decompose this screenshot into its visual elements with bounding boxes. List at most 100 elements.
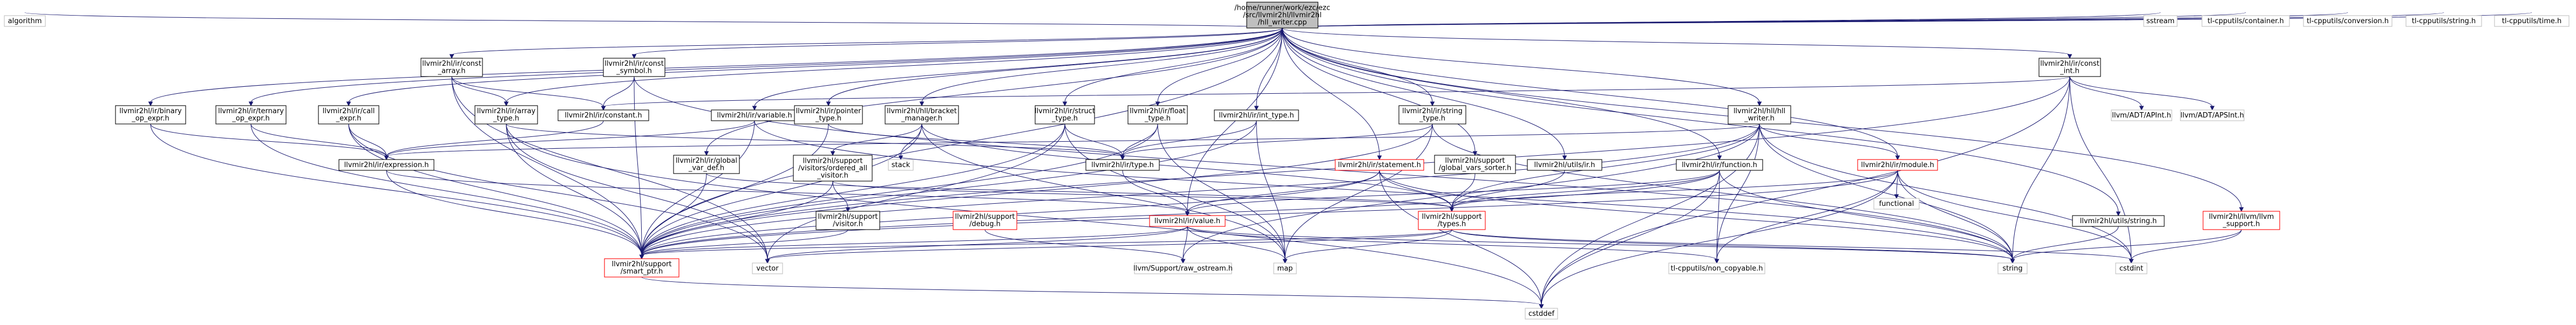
node-global_var[interactable]: llvmir2hl/ir/global_var_def.h — [673, 155, 740, 174]
node-label-line: /global_vars_sorter.h — [1439, 164, 1512, 172]
node-const_symbol[interactable]: llvmir2hl/ir/const_symbol.h — [603, 58, 665, 77]
node-pointer_type[interactable]: llvmir2hl/ir/pointer_type.h — [794, 105, 863, 125]
node-label-line: llvmir2hl/ir/call — [323, 107, 375, 115]
node-gvars_sorter[interactable]: llvmir2hl/support/global_vars_sorter.h — [1434, 155, 1516, 174]
edge-root-to-hll_writer — [1282, 27, 1762, 107]
node-label-line: llvmir2hl/ir/constant.h — [565, 112, 642, 120]
node-debug[interactable]: llvmir2hl/support/debug.h — [953, 211, 1017, 230]
edge-statement-to-value — [1185, 170, 1380, 217]
node-box — [1668, 262, 1765, 274]
node-label-line: llvm/ADT/APInt.h — [2112, 112, 2171, 120]
node-const_int[interactable]: llvmir2hl/ir/const_int.h — [2038, 58, 2101, 77]
node-variable[interactable]: llvmir2hl/ir/variable.h — [711, 109, 798, 121]
edge-root-to-const_symbol — [631, 27, 1283, 59]
node-value[interactable]: llvmir2hl/ir/value.h — [1149, 215, 1226, 227]
node-label-line: algorithm — [8, 17, 42, 25]
node-box — [1335, 159, 1424, 171]
node-function[interactable]: llvmir2hl/ir/function.h — [1676, 159, 1763, 171]
node-functional[interactable]: functional — [1873, 198, 1920, 210]
node-box — [1434, 155, 1516, 174]
node-tl_string[interactable]: tl-cpputils/string.h — [2405, 15, 2482, 27]
node-label-line: string — [2002, 265, 2022, 273]
node-label-line: _expr.h — [336, 115, 362, 123]
edge-root-to-utils_string — [1282, 27, 2121, 217]
node-const_array[interactable]: llvmir2hl/ir/const_array.h — [420, 58, 483, 77]
edge-value-to-non_copyable — [1187, 226, 1719, 264]
node-sup_types[interactable]: llvmir2hl/support/types.h — [1418, 211, 1486, 230]
node-box — [1214, 109, 1299, 121]
node-string[interactable]: string — [1997, 262, 2028, 274]
node-utils_string[interactable]: llvmir2hl/utils/string.h — [2072, 215, 2165, 227]
node-box — [558, 109, 649, 121]
edge-expression-to-smart_ptr — [386, 170, 644, 260]
node-cstddef[interactable]: cstddef — [1525, 308, 1558, 320]
edge-const_symbol-to-constant — [601, 76, 635, 111]
node-label-line: _manager.h — [901, 115, 942, 123]
node-float_type[interactable]: llvmir2hl/ir/float_type.h — [1127, 105, 1188, 125]
node-map[interactable]: map — [1273, 262, 1297, 274]
node-tl_container[interactable]: tl-cpputils/container.h — [2201, 15, 2290, 27]
node-bracket_mgr[interactable]: llvmir2hl/hll/bracket_manager.h — [885, 105, 959, 125]
node-binary_op[interactable]: llvmir2hl/ir/binary_op_expr.h — [115, 105, 186, 125]
node-box — [2203, 211, 2280, 230]
node-tl_time[interactable]: tl-cpputils/time.h — [2494, 15, 2570, 27]
edge-root-to-call_expr — [346, 27, 1283, 107]
edge-root-to-variable — [752, 27, 1283, 111]
edge-sup_types-to-map — [1282, 229, 1452, 264]
node-label-line: llvmir2hl/ir/type.h — [1091, 161, 1154, 169]
node-smart_ptr[interactable]: llvmir2hl/support/smart_ptr.h — [604, 258, 679, 278]
node-tl_conversion[interactable]: tl-cpputils/conversion.h — [2303, 15, 2393, 27]
node-label-line: /visitors/ordered_all — [798, 164, 867, 172]
node-label-line: _symbol.h — [616, 67, 652, 75]
node-apsint[interactable]: llvm/ADT/APSInt.h — [2180, 109, 2245, 121]
node-root[interactable]: /home/runner/work/ezc/ezc/src/llvmir2hl/… — [1234, 2, 1330, 29]
node-type_h[interactable]: llvmir2hl/ir/type.h — [1085, 159, 1160, 171]
node-box — [1728, 105, 1791, 125]
edge-array_type-to-vector — [506, 123, 770, 264]
node-visitor[interactable]: llvmir2hl/support/visitor.h — [815, 211, 880, 230]
node-vector[interactable]: vector — [752, 262, 783, 274]
node-array_type[interactable]: llvmir2hl/ir/array_type.h — [474, 105, 538, 125]
node-struct_type[interactable]: llvmir2hl/ir/struct_type.h — [1035, 105, 1095, 125]
edge-root-to-string_type — [1282, 27, 1435, 107]
node-hll_writer[interactable]: llvmir2hl/hll/hll_writer.h — [1728, 105, 1791, 125]
edge-bracket_mgr-to-ordered_all — [830, 123, 922, 156]
edge-const_int-to-apint — [2069, 76, 2144, 111]
node-label-line: _type.h — [1144, 115, 1171, 123]
node-string_type[interactable]: llvmir2hl/ir/string_type.h — [1398, 105, 1466, 125]
node-int_type[interactable]: llvmir2hl/ir/int_type.h — [1214, 109, 1299, 121]
edge-root-to-statement — [1282, 27, 1382, 161]
edge-call_expr-to-vector — [348, 123, 770, 264]
node-module[interactable]: llvmir2hl/ir/module.h — [1857, 159, 1938, 171]
node-box — [474, 105, 538, 125]
node-label-line: _type.h — [815, 115, 841, 123]
node-non_copyable[interactable]: tl-cpputils/non_copyable.h — [1668, 262, 1765, 274]
node-box — [752, 262, 783, 274]
node-sstream[interactable]: sstream — [2143, 15, 2178, 27]
node-label-line: llvmir2hl/hll/bracket — [887, 107, 957, 115]
node-statement[interactable]: llvmir2hl/ir/statement.h — [1335, 159, 1424, 171]
node-label-line: tl-cpputils/non_copyable.h — [1671, 265, 1763, 273]
node-box — [815, 211, 880, 230]
node-ordered_all[interactable]: llvmir2hl/support/visitors/ordered_all_v… — [793, 155, 873, 182]
node-label-line: llvmir2hl/ir/const — [604, 60, 664, 68]
node-label-line: llvmir2hl/hll/hll — [1734, 107, 1785, 115]
node-constant[interactable]: llvmir2hl/ir/constant.h — [558, 109, 649, 121]
node-expression[interactable]: llvmir2hl/ir/expression.h — [338, 159, 434, 171]
node-ternary_op[interactable]: llvmir2hl/ir/ternary_op_expr.h — [215, 105, 287, 125]
node-stack[interactable]: stack — [888, 159, 914, 171]
edge-global_var-to-smart_ptr — [639, 173, 707, 260]
node-llvm_support[interactable]: llvmir2hl/llvm/llvm_support.h — [2203, 211, 2280, 230]
node-apint[interactable]: llvm/ADT/APInt.h — [2111, 109, 2172, 121]
node-raw_ostream[interactable]: llvm/Support/raw_ostream.h — [1133, 262, 1233, 274]
node-label-line: map — [1277, 265, 1293, 273]
node-label-line: tl-cpputils/conversion.h — [2307, 17, 2389, 25]
node-cstdint[interactable]: cstdint — [2115, 262, 2147, 274]
node-call_expr[interactable]: llvmir2hl/ir/call_expr.h — [318, 105, 379, 125]
node-utils_ir[interactable]: llvmir2hl/utils/ir.h — [1527, 159, 1602, 171]
node-label-line: llvmir2hl/ir/struct — [1035, 107, 1095, 115]
node-algorithm[interactable]: algorithm — [4, 15, 46, 27]
edge-root-to-pointer_type — [826, 27, 1283, 107]
edge-module-to-cstddef — [1539, 170, 1898, 309]
edge-llvm_support-to-cstdint — [2129, 229, 2242, 264]
